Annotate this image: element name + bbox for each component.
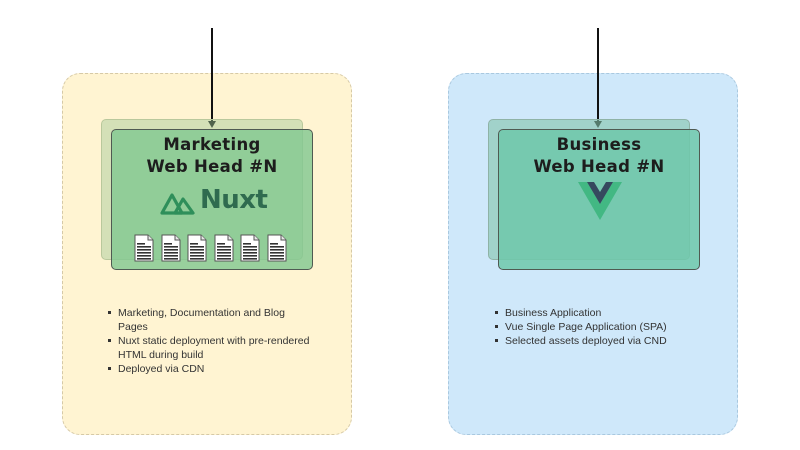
business-bullet-item: Business Application bbox=[494, 306, 714, 320]
business-bullet-item: Vue Single Page Application (SPA) bbox=[494, 320, 714, 334]
html-pages-row bbox=[134, 234, 294, 262]
marketing-arrow-line bbox=[211, 28, 213, 122]
marketing-bullet-item: Deployed via CDN bbox=[107, 362, 312, 376]
html-page-icon bbox=[267, 234, 286, 262]
business-bullet-list: Business Application Vue Single Page App… bbox=[494, 306, 714, 348]
marketing-bullet-item: Nuxt static deployment with pre-rendered… bbox=[107, 334, 312, 362]
html-page-icon bbox=[240, 234, 260, 262]
html-page-icon bbox=[161, 234, 180, 262]
business-web-head-card: Business Web Head #N bbox=[498, 129, 700, 270]
vue-logo-icon bbox=[578, 182, 622, 220]
marketing-web-head-card: Marketing Web Head #N Nuxt bbox=[111, 129, 313, 270]
html-page-icon bbox=[187, 234, 207, 262]
nuxt-logo-icon bbox=[160, 193, 195, 215]
business-bullet-item: Selected assets deployed via CND bbox=[494, 334, 714, 348]
nuxt-logo-text: Nuxt bbox=[200, 185, 268, 215]
marketing-title-line1: Marketing bbox=[163, 135, 261, 154]
business-title-line2: Web Head #N bbox=[533, 157, 665, 176]
marketing-arrow-head bbox=[208, 121, 216, 128]
business-arrow-line bbox=[597, 28, 599, 122]
marketing-title-line2: Web Head #N bbox=[146, 157, 278, 176]
html-page-icon bbox=[214, 234, 233, 262]
html-page-icon bbox=[134, 234, 154, 262]
marketing-bullet-list: Marketing, Documentation and Blog Pages … bbox=[107, 306, 312, 376]
marketing-bullet-item: Marketing, Documentation and Blog Pages bbox=[107, 306, 312, 334]
business-title-line1: Business bbox=[556, 135, 642, 154]
